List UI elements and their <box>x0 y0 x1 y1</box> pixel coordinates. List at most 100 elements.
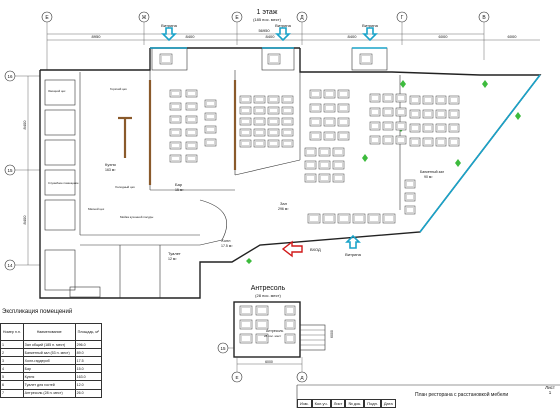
table-inner <box>411 125 419 131</box>
mezz-small-label: Антресоль <box>266 329 283 333</box>
room-meat: Мясной цех <box>88 207 105 211</box>
table-inner <box>306 149 315 155</box>
table-inner <box>206 140 215 145</box>
table <box>337 117 350 127</box>
stamp-cell: № док. <box>345 399 365 408</box>
table <box>267 53 281 65</box>
dim-4: 8400 <box>348 34 358 39</box>
stamp-cell: Изм. <box>297 399 312 408</box>
table-inner <box>361 55 371 63</box>
table-inner <box>384 109 392 115</box>
axis-row-2: 15 <box>7 168 13 173</box>
axis-col-5: Г <box>401 15 404 21</box>
drawing-title: План ресторана с расстановкой мебели <box>415 392 509 398</box>
legend-cell: 163.0 <box>74 372 103 382</box>
table-inner <box>187 156 196 161</box>
table <box>304 147 317 157</box>
legend-cell: 1 <box>0 339 24 350</box>
table <box>409 95 421 105</box>
table <box>435 95 447 105</box>
axis-col-4: Д <box>300 15 304 21</box>
table <box>204 138 217 147</box>
title-block: План ресторана с расстановкой мебели Лис… <box>297 385 560 408</box>
floor-title: 1 этаж <box>257 9 278 16</box>
table-inner <box>325 91 334 97</box>
table <box>267 95 280 104</box>
legend-header-area: Площадь, м² <box>74 323 103 341</box>
table <box>404 205 416 215</box>
legend-cell: 7 <box>0 388 24 398</box>
table-inner <box>269 119 278 124</box>
table-inner <box>286 307 294 314</box>
table <box>448 137 460 147</box>
table <box>318 147 331 157</box>
table-inner <box>371 123 379 129</box>
axis-col-6: В <box>482 15 486 21</box>
table-inner <box>187 143 196 148</box>
table <box>309 131 322 141</box>
table <box>337 213 351 224</box>
sheet-label: Лист <box>545 385 555 390</box>
table-inner <box>406 194 414 200</box>
table <box>255 333 269 344</box>
table <box>169 102 182 111</box>
axis-col-2: Ж <box>142 15 147 21</box>
mezz-dim: 6000 <box>265 360 273 364</box>
table <box>409 137 421 147</box>
table-inner <box>171 130 180 135</box>
mezz-dim-right: 6000 <box>330 330 334 338</box>
table-inner <box>283 141 292 146</box>
table <box>382 121 394 131</box>
table <box>281 139 294 148</box>
legend-cell: 17.5 <box>74 356 103 366</box>
table-inner <box>450 125 458 131</box>
table-inner <box>437 139 445 145</box>
table <box>318 160 331 170</box>
table <box>185 154 198 163</box>
table <box>267 128 280 137</box>
table <box>382 135 394 145</box>
table <box>382 107 394 117</box>
table <box>253 139 266 148</box>
table-inner <box>269 97 278 102</box>
legend-cell: 6 <box>0 380 24 390</box>
table <box>204 112 217 121</box>
table <box>359 53 373 65</box>
table <box>382 213 396 224</box>
legend-cell: 2 <box>0 348 24 358</box>
table <box>304 160 317 170</box>
table <box>267 106 280 115</box>
table-inner <box>371 137 379 143</box>
table <box>323 117 336 127</box>
dim-2: 8400 <box>186 34 196 39</box>
dim-left-2: 8400 <box>22 215 27 225</box>
table-inner <box>334 149 343 155</box>
vitrina-top-1: Витрина <box>161 23 177 28</box>
table <box>239 95 252 104</box>
legend-cell: 26.0 <box>74 388 103 398</box>
sheet-number: 1 <box>548 390 552 395</box>
table-inner <box>255 130 264 135</box>
table-inner <box>450 111 458 117</box>
table-inner <box>241 119 250 124</box>
table-inner <box>406 181 414 187</box>
table <box>255 319 269 330</box>
table-inner <box>320 162 329 168</box>
table <box>169 128 182 137</box>
table-inner <box>450 139 458 145</box>
table-inner <box>171 156 180 161</box>
table-inner <box>255 141 264 146</box>
table-inner <box>306 162 315 168</box>
room-staff: Служебное помещение <box>48 181 79 185</box>
vitrina-top-2: Витрина <box>275 23 291 28</box>
table <box>239 128 252 137</box>
dim-left-1: 8400 <box>22 120 27 130</box>
table-inner <box>384 95 392 101</box>
table <box>369 121 381 131</box>
legend-title: Экспликация помещений <box>2 309 73 315</box>
table <box>169 89 182 98</box>
table-inner <box>206 101 215 106</box>
table-inner <box>325 105 334 111</box>
